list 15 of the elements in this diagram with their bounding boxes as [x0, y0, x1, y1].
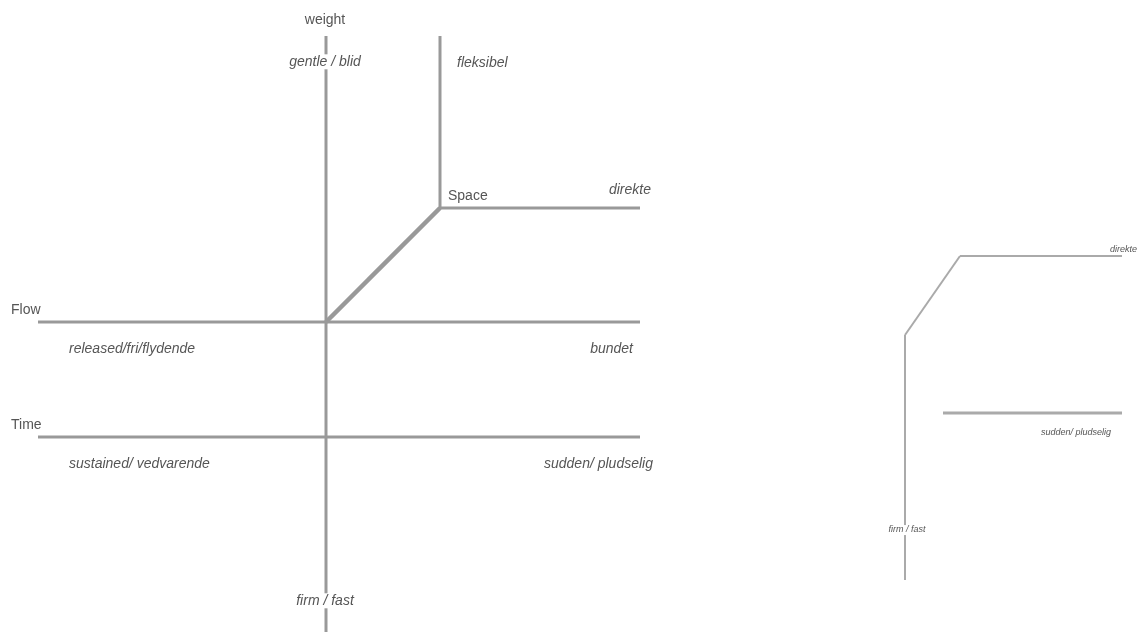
axis-label: Time: [10, 417, 43, 433]
axis-label: fleksibel: [456, 55, 509, 71]
axis-label: released/fri/flydende: [68, 341, 197, 357]
axis-label: direkte: [607, 182, 652, 198]
axis-label: firm / fast: [887, 525, 927, 535]
axis-label: Flow: [10, 302, 42, 318]
axis-label: gentle / blid: [288, 54, 362, 70]
axis-label: sudden/ pludselig: [543, 456, 654, 472]
axis-label: weight: [303, 12, 347, 28]
axis-label: sudden/ pludselig: [1040, 428, 1113, 438]
axis-label: firm / fast: [295, 593, 355, 609]
axis-label: bundet: [589, 341, 634, 357]
axis-label: Space: [447, 188, 489, 204]
axis-label: sustained/ vedvarende: [68, 456, 211, 472]
axis-label: direkte: [1109, 245, 1138, 255]
